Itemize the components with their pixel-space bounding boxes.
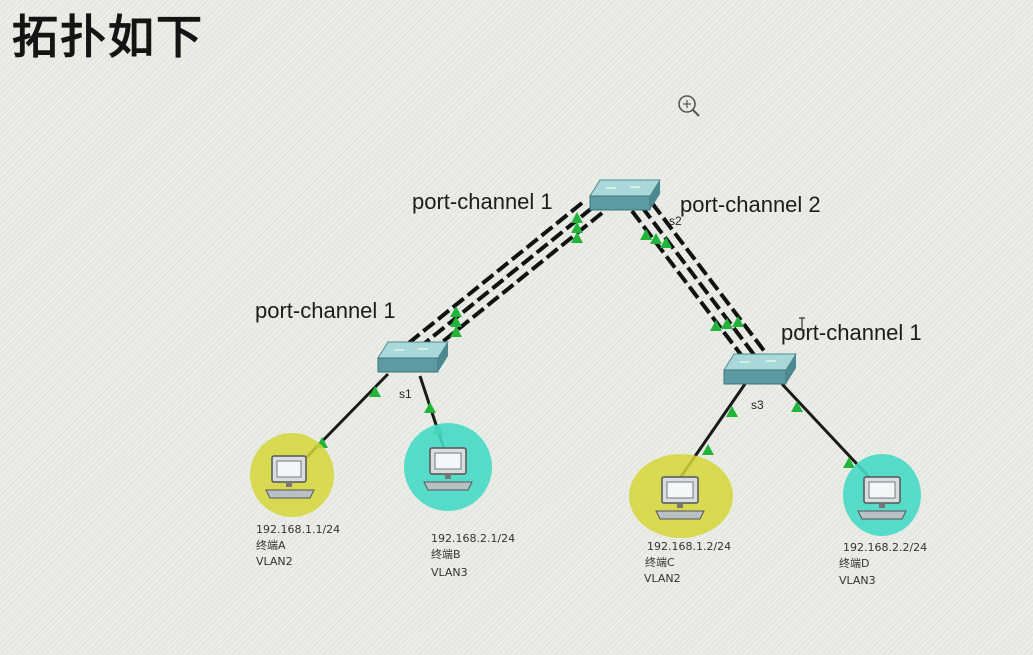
terminal-name: 终端A bbox=[256, 538, 286, 552]
s1-port-channel-label: port-channel 1 bbox=[255, 298, 396, 323]
pc-icon bbox=[857, 476, 907, 520]
pc-icon bbox=[423, 447, 473, 491]
terminal-name: 终端C bbox=[645, 555, 675, 569]
port-up-indicator bbox=[571, 212, 583, 243]
terminal-c-info: 192.168.1.2/24 终端C VLAN2 bbox=[644, 540, 731, 585]
terminal-ip: 192.168.1.2/24 bbox=[647, 540, 731, 553]
port-channel-link-core-s1 bbox=[403, 201, 604, 358]
zoom-in-icon[interactable] bbox=[678, 95, 700, 117]
terminal-name: 终端D bbox=[839, 556, 869, 570]
port-up-indicator bbox=[843, 457, 855, 468]
core-port-channel-2-label: port-channel 2 bbox=[680, 192, 821, 217]
terminal-ip: 192.168.2.2/24 bbox=[843, 541, 927, 554]
switch-s3[interactable] bbox=[723, 353, 797, 385]
port-up-indicator bbox=[726, 406, 738, 417]
terminal-vlan: VLAN3 bbox=[839, 574, 876, 587]
terminal-a-info: 192.168.1.1/24 终端A VLAN2 bbox=[256, 523, 340, 568]
port-up-indicator bbox=[640, 229, 672, 248]
terminal-vlan: VLAN2 bbox=[256, 555, 293, 568]
port-up-indicator bbox=[710, 316, 744, 331]
pc-icon bbox=[265, 455, 315, 499]
port-up-indicator bbox=[369, 386, 381, 397]
switch-s1[interactable] bbox=[377, 341, 449, 373]
switch-s1-label: s1 bbox=[399, 387, 412, 401]
terminal-b-info: 192.168.2.1/24 终端B VLAN3 bbox=[431, 532, 515, 579]
access-links bbox=[296, 372, 872, 480]
port-channel-link-core-s3 bbox=[630, 201, 767, 362]
core-switch-s2[interactable] bbox=[589, 179, 661, 211]
terminal-name: 终端B bbox=[431, 547, 461, 561]
switch-s3-label: s3 bbox=[751, 398, 764, 412]
terminal-ip: 192.168.1.1/24 bbox=[256, 523, 340, 536]
text-cursor-icon bbox=[799, 317, 805, 331]
port-up-indicator bbox=[791, 401, 803, 412]
core-port-channel-1-label: port-channel 1 bbox=[412, 189, 553, 214]
port-up-indicator bbox=[424, 402, 436, 413]
switch-s2-label: s2 bbox=[669, 214, 682, 228]
terminal-d-info: 192.168.2.2/24 终端D VLAN3 bbox=[839, 541, 927, 587]
terminal-a[interactable] bbox=[250, 433, 334, 517]
pc-icon bbox=[655, 476, 705, 520]
s3-port-channel-label: port-channel 1 bbox=[781, 320, 922, 345]
terminal-ip: 192.168.2.1/24 bbox=[431, 532, 515, 545]
port-status-indicators bbox=[316, 212, 855, 468]
terminal-vlan: VLAN3 bbox=[431, 566, 468, 579]
terminal-c[interactable] bbox=[629, 454, 733, 538]
terminal-vlan: VLAN2 bbox=[644, 572, 681, 585]
terminal-b[interactable] bbox=[404, 423, 492, 511]
page-title: 拓扑如下 bbox=[12, 10, 204, 64]
terminal-d[interactable] bbox=[843, 454, 921, 536]
port-up-indicator bbox=[450, 306, 462, 337]
port-up-indicator bbox=[702, 444, 714, 455]
